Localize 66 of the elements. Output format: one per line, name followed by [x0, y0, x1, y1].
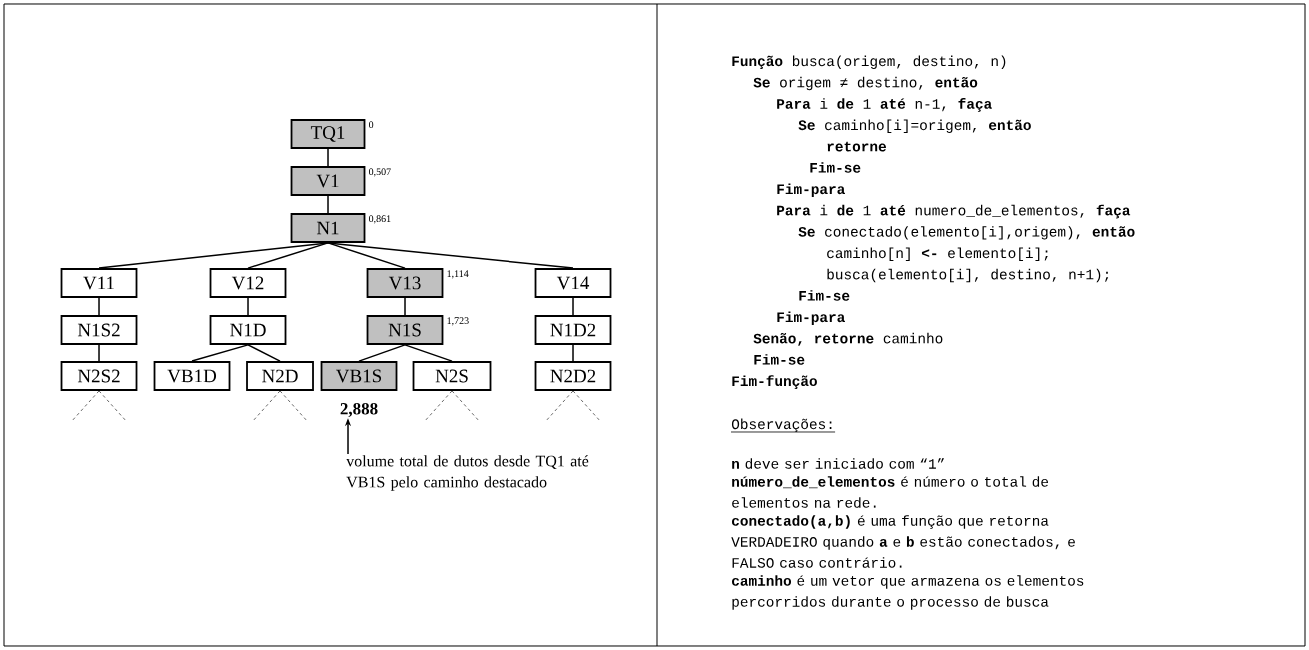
continuation-line: [252, 390, 281, 422]
code-line: Para i de 1 até n-1, faça: [777, 98, 992, 112]
connector-line: [327, 148, 329, 167]
tree-box: N1S2: [60, 315, 138, 345]
continuation-line: [279, 390, 308, 422]
continuation-line: [424, 390, 453, 422]
code-line: Se origem ≠ destino, então: [753, 76, 978, 91]
connector-line: [191, 344, 249, 362]
continuation-line: [572, 390, 601, 422]
tree-box: V12: [209, 268, 287, 298]
highlighted-box: N1: [290, 213, 366, 243]
volume-value: 1,114: [447, 270, 469, 279]
code-line: Se caminho[i]=origem, então: [798, 119, 1031, 133]
highlighted-box: VB1S: [320, 361, 398, 391]
continuation-line: [545, 390, 574, 422]
tree-box: N1D: [209, 315, 287, 345]
code-line: Fim-função: [732, 375, 817, 389]
connector-line: [98, 242, 329, 269]
connector-line: [98, 344, 100, 362]
note-paragraph: caminho é um vetor que armazena os elementos percorridos durante o processo de busca: [732, 575, 1084, 610]
notes-heading: Observações:: [730, 418, 836, 433]
connector-line: [327, 195, 329, 214]
code-line: Para i de 1 até numero_de_elementos, faça: [777, 204, 1131, 219]
code-line: caminho[n] <- elemento[i];: [827, 247, 1048, 261]
note-text: volume total de dutos desde TQ1 até VB1S pelo caminho destacado: [346, 455, 589, 491]
highlighted-box: V1: [290, 166, 366, 196]
code-line: Fim-se: [799, 290, 850, 301]
continuation-line: [71, 390, 100, 422]
connector-line: [572, 344, 574, 362]
connector-line: [98, 297, 100, 316]
volume-value: 1,723: [447, 317, 469, 326]
connector-line: [404, 297, 406, 316]
tree-box: VB1D: [153, 361, 231, 391]
tree-box: N2D2: [534, 361, 612, 391]
tree-box: N2D: [246, 361, 314, 391]
volume-value: 0: [369, 121, 374, 129]
connector-line: [247, 242, 329, 269]
highlighted-box: TQ1: [290, 119, 366, 149]
code-line: Senão, retorne caminho: [753, 332, 943, 346]
tree-box: V14: [534, 268, 612, 298]
connector-line: [247, 344, 281, 362]
connector-line: [327, 242, 574, 269]
note-paragraph: conectado(a,b) é uma função que retorna VERDADEIRO quando a e b estão conectados, e FALSO caso contrário.: [731, 515, 1075, 568]
code-line: Fim-para: [777, 183, 845, 197]
connector-line: [572, 297, 574, 316]
code-line: retorne: [827, 141, 886, 152]
continuation-line: [98, 390, 127, 422]
volume-value: 2,888: [340, 403, 378, 417]
tree-box: N2S: [412, 361, 492, 391]
code-line: Função busca(origem, destino, n): [732, 55, 1006, 70]
highlighted-box: V13: [366, 268, 444, 298]
note-paragraph: número_de_elementos é número o total de elementos na rede.: [732, 476, 1049, 508]
volume-value: 0,507: [369, 168, 391, 177]
volume-value: 0,861: [369, 215, 391, 224]
note-paragraph: n deve ser iniciado com “1”: [732, 458, 945, 469]
code-line: Fim-para: [777, 311, 845, 325]
tree-box: V11: [60, 268, 138, 298]
code-line: busca(elemento[i], destino, n+1);: [827, 268, 1109, 283]
code-line: Se conectado(elemento[i],origem), então: [798, 226, 1135, 240]
connector-line: [247, 297, 249, 316]
code-line: Fim-se: [754, 354, 805, 365]
highlighted-box: N1S: [366, 315, 444, 345]
continuation-line: [451, 390, 480, 422]
tree-box: N1D2: [534, 315, 612, 345]
tree-box: N2S2: [60, 361, 138, 391]
code-line: Fim-se: [810, 162, 861, 173]
